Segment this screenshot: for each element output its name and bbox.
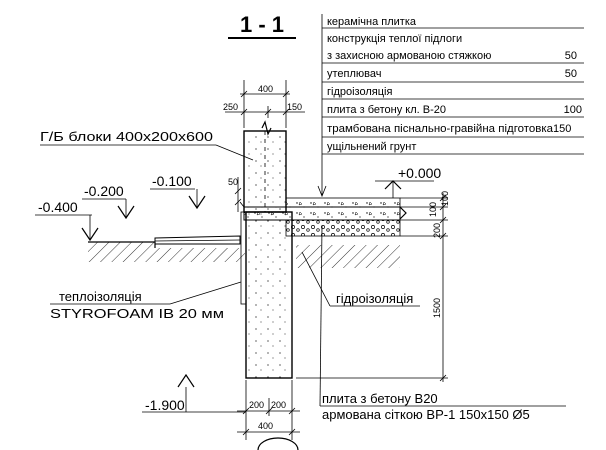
- layer-row: плита з бетону кл. В-20: [327, 104, 446, 116]
- layer-row: утеплювач: [327, 68, 381, 80]
- layer-table: керамічна плитка конструкція теплої підл…: [321, 14, 584, 157]
- bottom-dimensions: 200 200 400: [237, 380, 300, 440]
- foundation-blocks: [243, 120, 293, 379]
- callout-slab-line1: плита з бетону В20: [322, 391, 438, 406]
- layer-thickness: 150: [553, 123, 571, 135]
- leader-arrow: [317, 157, 327, 198]
- layer-row: ущільнений грунт: [327, 141, 416, 153]
- callout-blocks: Г/Б блоки 400х200х600: [40, 129, 254, 161]
- callout-insulation-line1: теплоізоляція: [59, 289, 142, 304]
- soil: [88, 241, 400, 268]
- callout-slab-line2: армована сіткою ВР-1 150х150 Ø5: [322, 407, 530, 422]
- dim-right-offset: 150: [287, 102, 302, 112]
- layer-row: керамічна плитка: [327, 16, 417, 28]
- ledge-dimension: 50: [228, 177, 242, 212]
- right-dimensions: 100 100 200 1500: [296, 191, 450, 382]
- layer-row: трамбована піснально-гравійна підготовка: [327, 123, 554, 135]
- callout-insulation-line2: STYROFOAM IB 20 мм: [50, 306, 224, 321]
- dim-bottom-right: 200: [271, 400, 286, 410]
- elevation-m0400: -0.400: [38, 199, 78, 215]
- dim-ledge: 50: [228, 177, 238, 187]
- layer-thickness: 50: [565, 68, 577, 80]
- floor-slab: [239, 197, 407, 237]
- callout-slab: плита з бетону В20 армована сіткою ВР-1 …: [319, 225, 566, 422]
- layer-row: конструкція теплої підлоги: [327, 33, 462, 45]
- dim-depth-1500: 1500: [432, 298, 442, 318]
- dim-top-width: 400: [258, 84, 273, 94]
- callout-blocks-text: Г/Б блоки 400х200х600: [40, 129, 213, 144]
- callout-waterproofing: гідроізоляція: [301, 251, 420, 307]
- section-title: 1 - 1: [240, 12, 284, 37]
- layer-thickness: 50: [565, 50, 577, 62]
- layer-row: гідроізоляція: [327, 86, 392, 98]
- section-marker: [257, 437, 299, 450]
- elevation-m1900: -1.900: [145, 397, 185, 413]
- blind-area: [154, 235, 241, 245]
- layer-row: з захисною армованою стяжкою: [327, 50, 491, 62]
- dim-slab-200: 200: [432, 223, 442, 238]
- top-dimensions: 400 250 150: [223, 80, 305, 128]
- dim-slab-100b: 100: [440, 191, 450, 206]
- elevation-zero: +0.000: [398, 165, 441, 181]
- dim-bottom-left: 200: [249, 400, 264, 410]
- elevation-marks: +0.000 -0.100 -0.200 -0.400 -1.900: [35, 165, 441, 413]
- dim-slab-100a: 100: [428, 202, 438, 217]
- callout-waterproofing-text: гідроізоляція: [336, 291, 413, 306]
- layer-thickness: 100: [564, 104, 582, 116]
- elevation-m0100: -0.100: [152, 173, 192, 189]
- callout-insulation: теплоізоляція STYROFOAM IB 20 мм: [50, 281, 242, 321]
- elevation-m0200: -0.200: [84, 183, 124, 199]
- dim-left-offset: 250: [223, 102, 238, 112]
- dim-bottom-total: 400: [258, 421, 273, 431]
